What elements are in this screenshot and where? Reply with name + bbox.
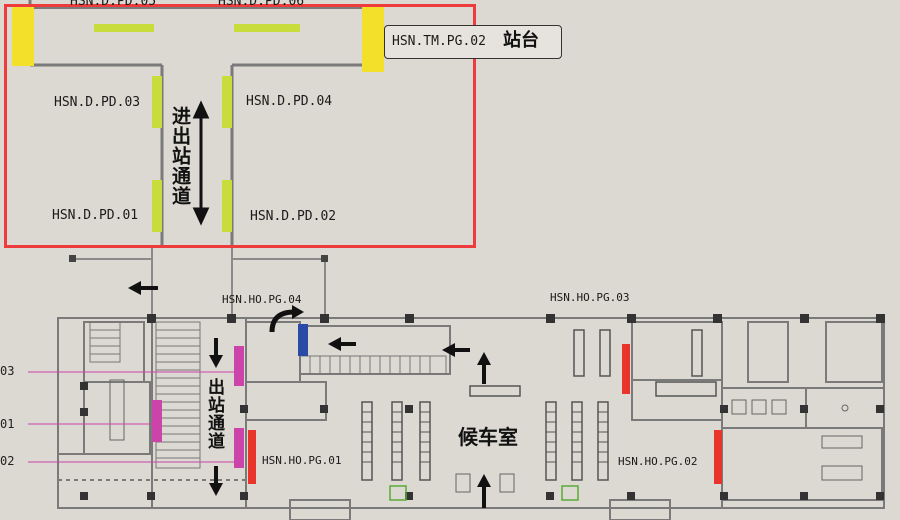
- arrow-up-entrance: [477, 474, 491, 508]
- seat-ticks: [362, 411, 608, 463]
- marker-red-hopg01: [248, 430, 256, 484]
- door-pd02: [222, 180, 232, 232]
- arrow-left-mid: [328, 337, 356, 351]
- double-arrow-passage: [192, 100, 210, 226]
- door-yellow-left: [12, 6, 34, 66]
- label-pd04: HSN.D.PD.04: [246, 94, 333, 109]
- green-monitor-icons: [389, 485, 579, 501]
- leader-lines: [28, 371, 234, 463]
- label-tm-pg02: HSN.TM.PG.02: [392, 34, 486, 49]
- edge-label-03: 03: [0, 364, 15, 378]
- label-ho-pg03: HSN.HO.PG.03: [550, 291, 630, 304]
- label-pd03: HSN.D.PD.03: [54, 95, 141, 110]
- edge-label-02: 02: [0, 454, 15, 468]
- arrow-curved-hopg04: [269, 305, 304, 333]
- stairs: [89, 321, 447, 469]
- structural-columns: [80, 314, 885, 500]
- door-pd06: [234, 24, 300, 32]
- door-pd01: [152, 180, 162, 232]
- arrow-down-exit2: [209, 466, 223, 496]
- arrow-left-mid2: [442, 343, 470, 357]
- door-pd04: [222, 76, 232, 128]
- waiting-room-seats: [361, 329, 717, 481]
- label-exit-passage: 出站通道: [204, 378, 224, 450]
- fixtures: [109, 379, 863, 493]
- label-waiting-room: 候车室: [458, 425, 518, 449]
- marker-red-hopg03: [622, 344, 630, 394]
- arrow-left-upper: [128, 281, 158, 295]
- marker-magenta-01: [152, 400, 162, 442]
- marker-blue-hopg04: [298, 324, 308, 356]
- label-ho-pg01: HSN.HO.PG.01: [262, 454, 342, 467]
- highlight-region: [4, 4, 476, 248]
- label-ho-pg04: HSN.HO.PG.04: [222, 293, 302, 306]
- label-pd02: HSN.D.PD.02: [250, 209, 337, 224]
- door-pd05: [94, 24, 154, 32]
- label-pd05: HSN.D.PD.05: [70, 0, 157, 9]
- platform-doors: [12, 6, 384, 232]
- label-entrance-exit-passage: 进出站通道: [169, 106, 191, 206]
- station-building: [57, 317, 885, 520]
- label-ho-pg02: HSN.HO.PG.02: [618, 455, 698, 468]
- label-pd01: HSN.D.PD.01: [52, 208, 139, 223]
- direction-arrows: [128, 281, 491, 508]
- door-yellow-right: [362, 6, 384, 72]
- marker-red-hopg02: [714, 430, 722, 484]
- door-pd03: [152, 76, 162, 128]
- label-platform: 站台: [503, 30, 539, 51]
- marker-magenta-02: [234, 428, 244, 468]
- marker-magenta-03: [234, 346, 244, 386]
- label-pd06: HSN.D.PD.06: [218, 0, 305, 9]
- arrow-down-exit1: [209, 338, 223, 368]
- platform-label-box: [384, 25, 562, 59]
- arrow-up-waiting: [477, 352, 491, 384]
- edge-label-01: 01: [0, 417, 15, 431]
- colored-markers: [152, 324, 722, 484]
- connector-walls: [72, 245, 326, 318]
